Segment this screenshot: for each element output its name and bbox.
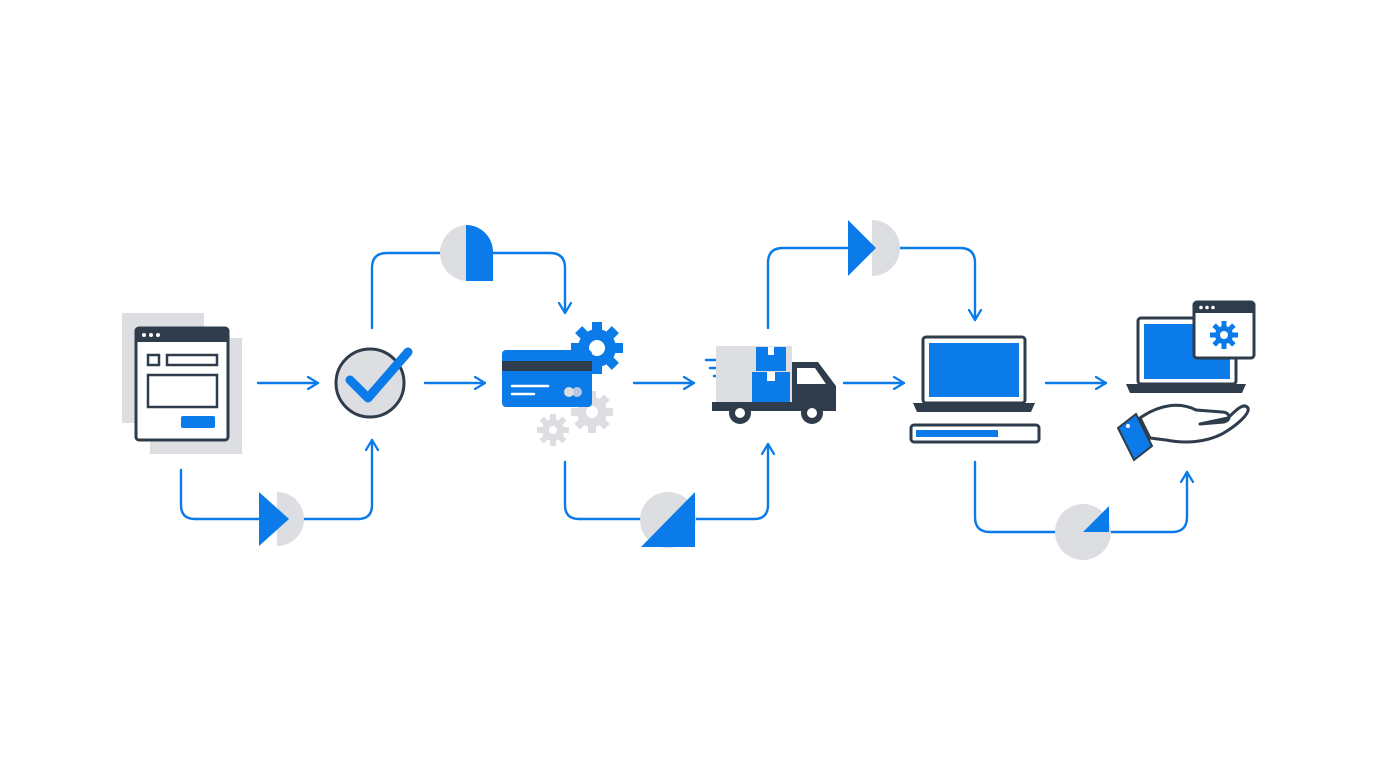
- gear-small-icon: [537, 414, 569, 446]
- gear-settings-icon: [1210, 321, 1238, 349]
- decoration-right-triangle-circle: [640, 492, 696, 548]
- laptop-progress-icon: [909, 335, 1041, 444]
- decoration-circle-quarter: [1055, 504, 1111, 560]
- connectors: [179, 246, 1187, 534]
- decoration-triangle-half-circle-1: [259, 492, 304, 546]
- hand-laptop-settings-icon: [1116, 300, 1256, 462]
- decoration-triangle-half-circle-2: [848, 220, 900, 276]
- route-above-4: [766, 246, 975, 330]
- credit-card-gears-icon: [502, 322, 623, 446]
- delivery-truck-icon: [704, 346, 836, 424]
- decoration-half-circle-pair: [440, 225, 493, 281]
- checkmark-circle-icon: [334, 347, 413, 419]
- web-form-icon: [122, 313, 242, 454]
